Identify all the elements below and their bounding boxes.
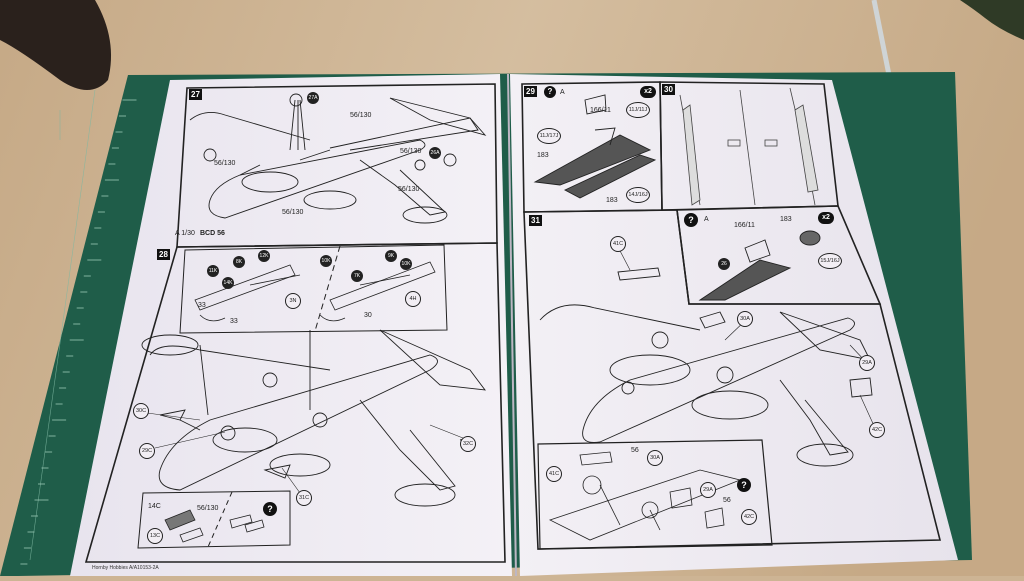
step28-inset-parts bbox=[194, 261, 436, 322]
step30b-label-1: 166/11 bbox=[734, 222, 755, 229]
step30b-x2-badge: x2 bbox=[818, 212, 834, 224]
step31-inset bbox=[537, 439, 773, 550]
inset-label-33a: 33 bbox=[198, 302, 206, 309]
inset-label-9k: 9K bbox=[385, 250, 397, 262]
step27-label-1: 27A bbox=[307, 92, 319, 104]
inset-label-7k: 7K bbox=[351, 270, 363, 282]
inset-label-10k: 10K bbox=[320, 255, 332, 267]
subinset-code: 56/130 bbox=[197, 505, 219, 512]
subinset-13c: 13C bbox=[147, 528, 163, 544]
inset-label-11k: 11K bbox=[207, 265, 219, 277]
inset-label-12k: 12K bbox=[258, 250, 270, 262]
callout-29c: 29C bbox=[139, 443, 155, 459]
step31-frame bbox=[523, 209, 942, 550]
inset-label-33b: 33 bbox=[230, 318, 238, 325]
step27-label-7: 56/130 bbox=[398, 186, 420, 193]
inset31-label-56a: 56 bbox=[631, 447, 639, 454]
inset-label-14k: 14K bbox=[222, 277, 234, 289]
step27-number: 27 bbox=[189, 89, 202, 100]
question-icon: ? bbox=[263, 502, 277, 516]
step31-label-42c: 42C bbox=[869, 422, 885, 438]
callout-30c: 30C bbox=[133, 403, 149, 419]
question-icon: ? bbox=[684, 213, 698, 227]
subinset-parts bbox=[164, 509, 265, 543]
inset-label-8k: 8K bbox=[233, 256, 245, 268]
step28-frame bbox=[84, 242, 506, 563]
step30b-q-label: A bbox=[704, 216, 709, 223]
inset-label-3n: 3N bbox=[285, 293, 301, 309]
subinset-14c: 14C bbox=[148, 503, 161, 510]
step27-legend-a: A 1/30 bbox=[175, 230, 195, 237]
step30b-label-2: 183 bbox=[780, 216, 792, 223]
right-page bbox=[510, 74, 958, 576]
step27-legend-bcd: BCD 56 bbox=[200, 230, 225, 237]
inset-label-10k-b: 10K bbox=[400, 258, 412, 270]
step31-number: 31 bbox=[529, 215, 542, 226]
callout-32c: 32C bbox=[460, 436, 476, 452]
plant-leaf bbox=[960, 0, 1024, 40]
inset31-label-30a: 30A bbox=[647, 450, 663, 466]
step30b-label-3: 26 bbox=[718, 258, 730, 270]
step29-number: 29 bbox=[524, 86, 537, 97]
step31-aircraft bbox=[539, 267, 873, 467]
step29-label-1: 166/11 bbox=[590, 107, 611, 114]
step27-label-6: 26A bbox=[429, 147, 441, 159]
step28-inset bbox=[179, 244, 448, 334]
step28-subinset bbox=[137, 490, 291, 549]
step27-aircraft bbox=[189, 93, 487, 224]
inset31-label-29a: 29A bbox=[700, 482, 716, 498]
step27-label-3: 56/130 bbox=[214, 160, 236, 167]
inset-label-4h: 4H bbox=[405, 291, 421, 307]
step30b-label-4: 15J/16J bbox=[818, 253, 842, 269]
inset-label-30: 30 bbox=[364, 312, 372, 319]
step30-parts bbox=[679, 87, 819, 206]
step31-label-41c: 41C bbox=[610, 236, 626, 252]
step27-label-5: 56/130 bbox=[282, 209, 304, 216]
step30b-parts bbox=[698, 230, 821, 301]
inset31-label-41c: 41C bbox=[546, 466, 562, 482]
step31-label-29a: 29A bbox=[859, 355, 875, 371]
mat-ruler-marks bbox=[29, 89, 96, 561]
step28-number: 28 bbox=[157, 249, 170, 260]
page-spine bbox=[507, 73, 517, 577]
step27-label-2: 56/130 bbox=[350, 112, 372, 119]
step27-label-4: 56/130 bbox=[400, 148, 422, 155]
inset31-label-56b: 56 bbox=[723, 497, 731, 504]
question-icon: ? bbox=[737, 478, 751, 492]
step29-parts bbox=[533, 94, 657, 199]
step29-label-5: 14J/16J bbox=[626, 187, 650, 203]
step30-number: 30 bbox=[662, 84, 675, 95]
step29-x2-badge: x2 bbox=[640, 86, 656, 98]
step29-label-2: 11J/11J bbox=[626, 102, 650, 118]
step29-label-3: 11J/17J bbox=[537, 128, 561, 144]
question-icon: ? bbox=[544, 86, 556, 98]
page-footer: Hornby Hobbies A/A10153-2A bbox=[92, 565, 159, 571]
step29-label-4: 183 bbox=[537, 152, 549, 159]
callout-31c: 31C bbox=[296, 490, 312, 506]
inset31-label-42c: 42C bbox=[741, 509, 757, 525]
step31-label-30a: 30A bbox=[737, 311, 753, 327]
dark-object bbox=[0, 0, 112, 90]
step29-label-6: 183 bbox=[606, 197, 618, 204]
step29-q-label: A bbox=[560, 89, 565, 96]
